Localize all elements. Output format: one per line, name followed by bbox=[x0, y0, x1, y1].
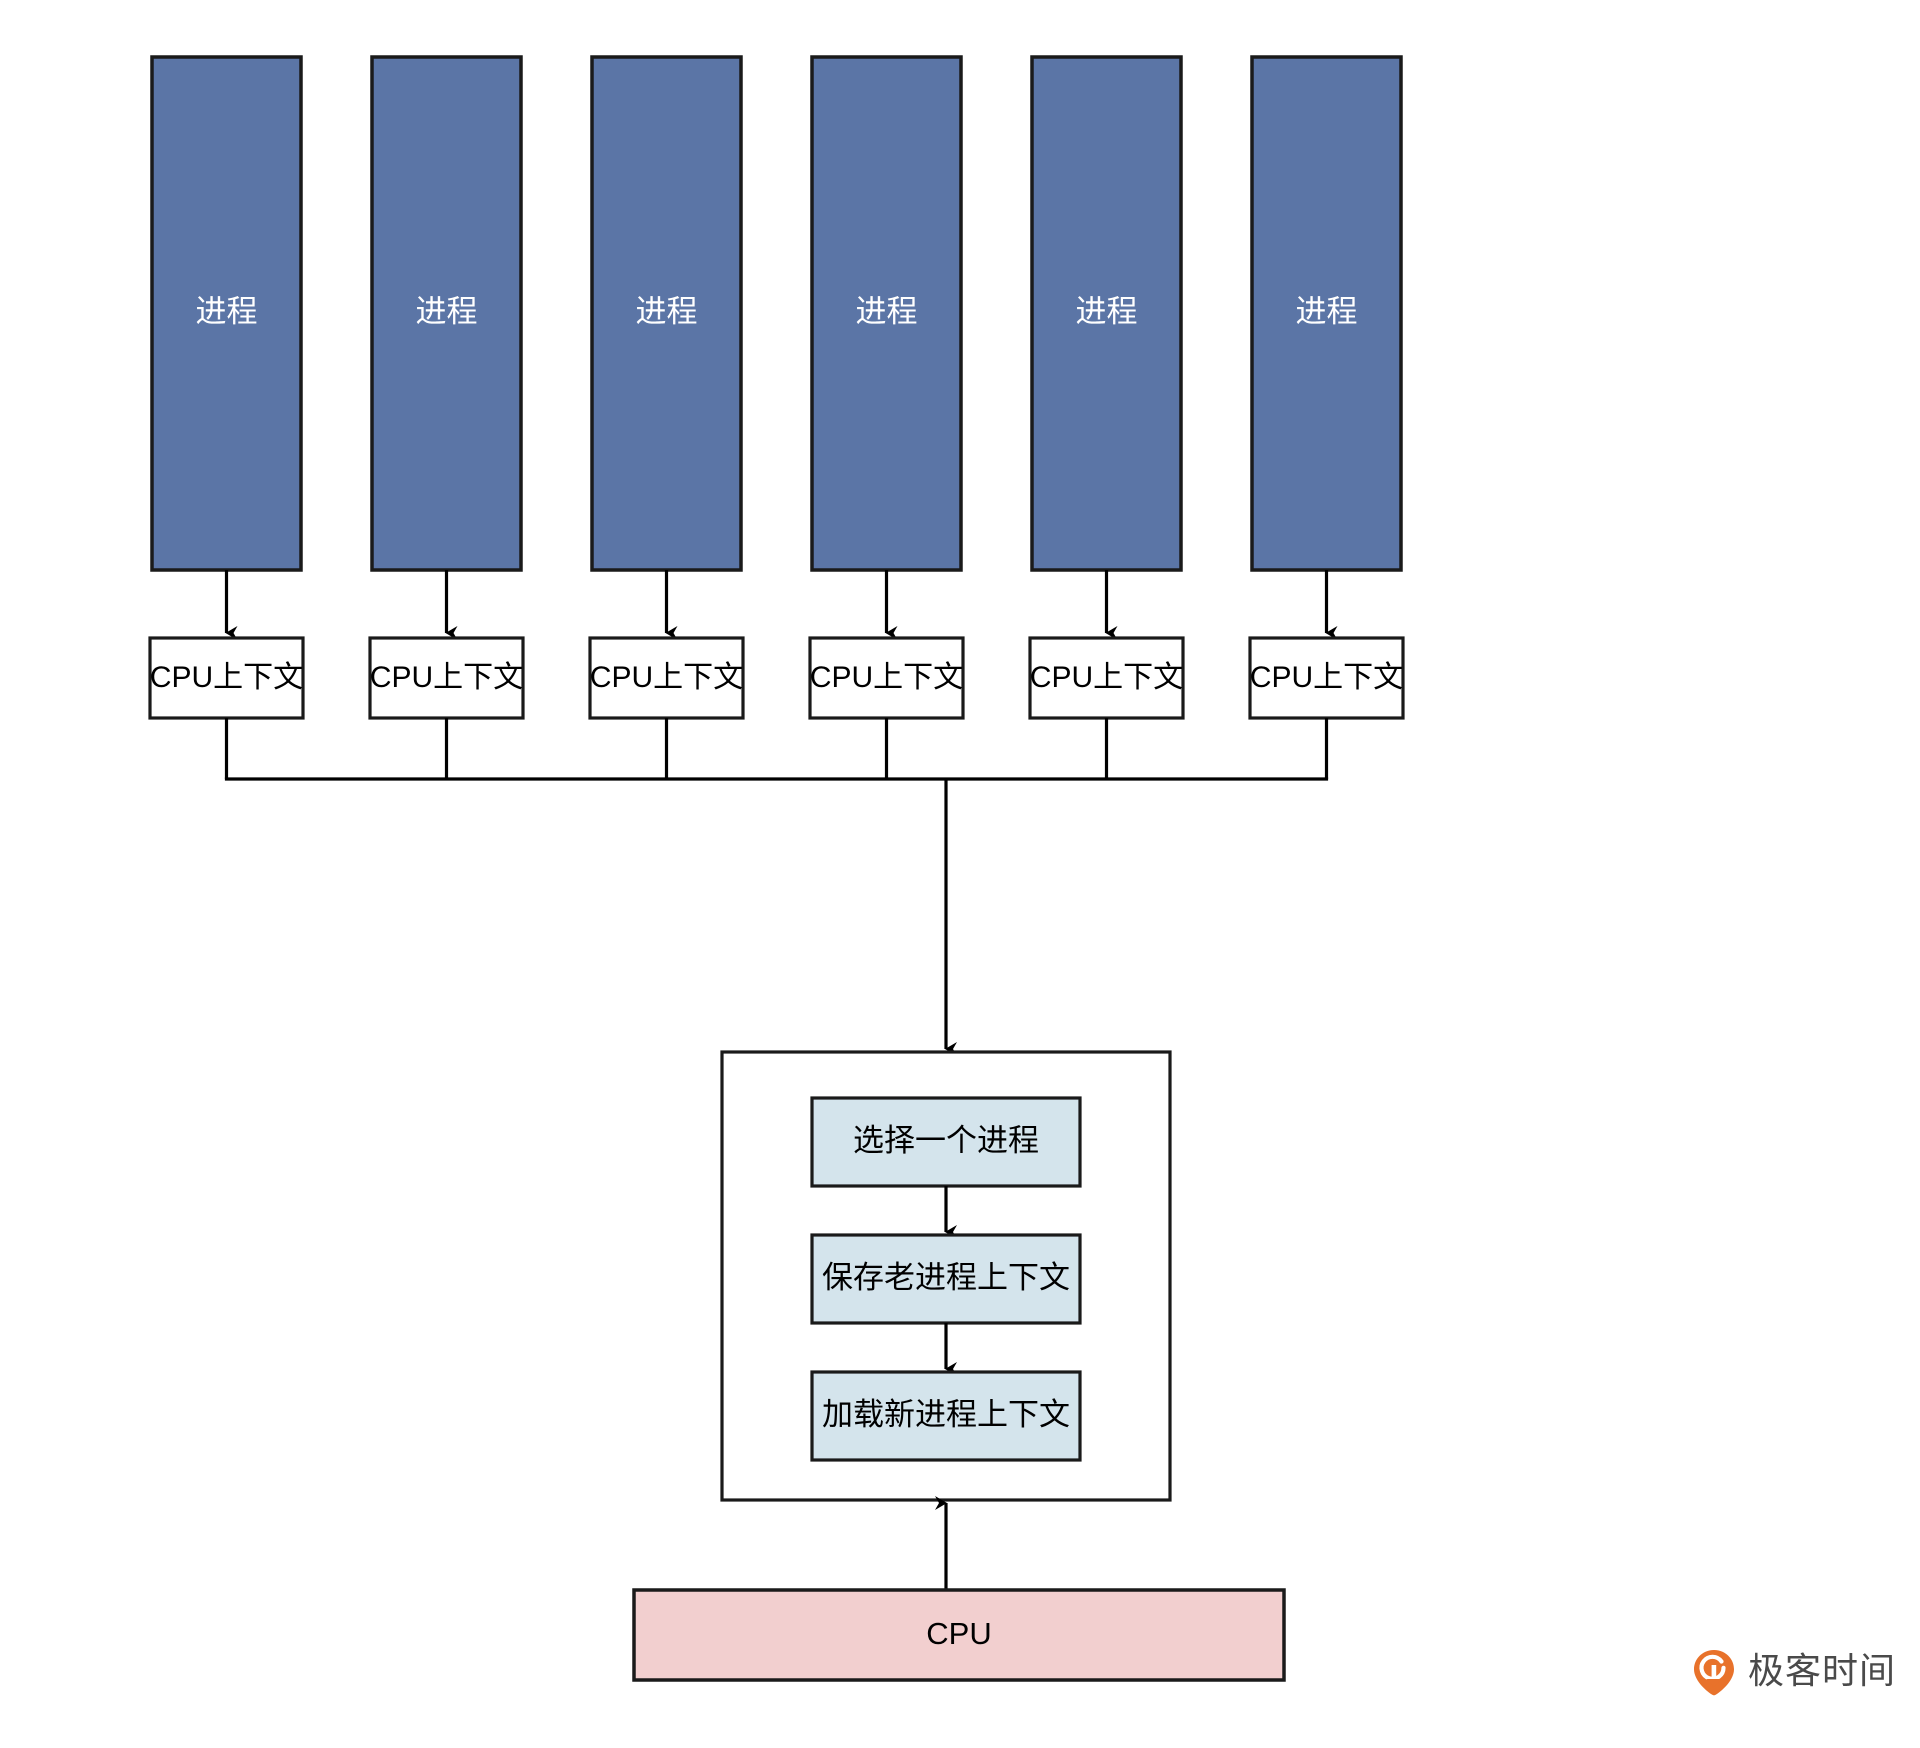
process-box-4[interactable]: 进程 bbox=[810, 55, 963, 572]
cpu-context-box-label: CPU上下文 bbox=[1250, 661, 1403, 694]
process-row: 进程 进程 进程 进程 进程 进程 bbox=[150, 55, 1403, 572]
cpu-context-box-label: CPU上下文 bbox=[590, 661, 743, 694]
cpu-context-box-6[interactable]: CPU上下文 bbox=[1248, 636, 1405, 720]
switch-step-label: 加载新进程上下文 bbox=[822, 1397, 1070, 1432]
cpu-context-box-1[interactable]: CPU上下文 bbox=[148, 636, 305, 720]
cpu-context-box-3[interactable]: CPU上下文 bbox=[588, 636, 745, 720]
switch-step-label: 选择一个进程 bbox=[853, 1123, 1039, 1158]
cpu-context-box-label: CPU上下文 bbox=[150, 661, 303, 694]
process-box-6[interactable]: 进程 bbox=[1250, 55, 1403, 572]
cpu-context-box-label: CPU上下文 bbox=[1030, 661, 1183, 694]
cpu-context-box-2[interactable]: CPU上下文 bbox=[368, 636, 525, 720]
switch-step-2[interactable]: 保存老进程上下文 bbox=[810, 1233, 1082, 1325]
cpu-context-box-4[interactable]: CPU上下文 bbox=[808, 636, 965, 720]
process-box-label: 进程 bbox=[1076, 294, 1138, 329]
switch-step-label: 保存老进程上下文 bbox=[822, 1260, 1070, 1295]
geektime-pin-icon bbox=[1692, 1648, 1736, 1696]
context-bus bbox=[224, 718, 1329, 1056]
geektime-watermark: 极客时间 bbox=[1692, 1648, 1896, 1696]
process-box-label: 进程 bbox=[636, 294, 698, 329]
process-box-label: 进程 bbox=[416, 294, 478, 329]
process-box-2[interactable]: 进程 bbox=[370, 55, 523, 572]
cpu-block[interactable]: CPU bbox=[632, 1588, 1286, 1682]
process-box-1[interactable]: 进程 bbox=[150, 55, 303, 572]
cpu-context-box-label: CPU上下文 bbox=[810, 661, 963, 694]
process-box-3[interactable]: 进程 bbox=[590, 55, 743, 572]
process-to-context-arrows bbox=[224, 570, 1338, 640]
process-box-label: 进程 bbox=[856, 294, 918, 329]
cpu-context-box-label: CPU上下文 bbox=[370, 661, 523, 694]
process-box-label: 进程 bbox=[196, 294, 258, 329]
process-box-label: 进程 bbox=[1296, 294, 1358, 329]
context-row: CPU上下文 CPU上下文 CPU上下文 CPU上下文 CPU上下文 CPU上下 bbox=[148, 636, 1405, 720]
cpu-block-label: CPU bbox=[926, 1616, 991, 1651]
switch-step-3[interactable]: 加载新进程上下文 bbox=[810, 1370, 1082, 1462]
process-box-5[interactable]: 进程 bbox=[1030, 55, 1183, 572]
context-switch-container[interactable]: 选择一个进程 保存老进程上下文 加载新进程上下文 bbox=[720, 1050, 1172, 1502]
switch-step-1[interactable]: 选择一个进程 bbox=[810, 1096, 1082, 1188]
geektime-watermark-text: 极客时间 bbox=[1748, 1651, 1897, 1692]
cpu-context-box-5[interactable]: CPU上下文 bbox=[1028, 636, 1185, 720]
